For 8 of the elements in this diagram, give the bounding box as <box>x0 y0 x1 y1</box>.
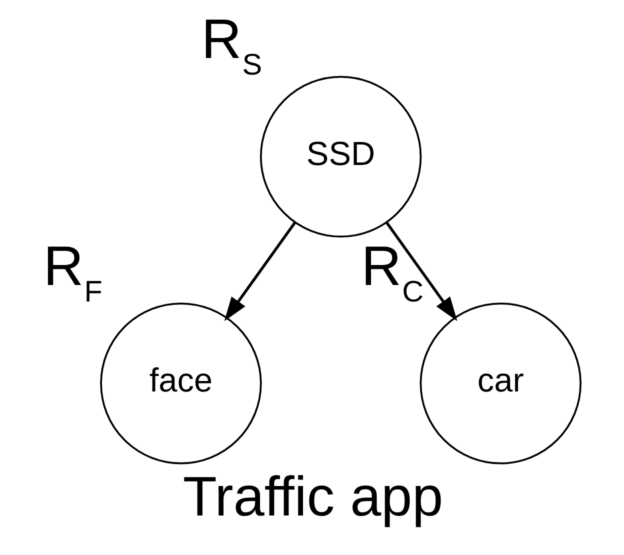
node-circle: SSD <box>260 76 422 238</box>
arrow <box>385 222 458 322</box>
node-circle: face <box>100 302 262 464</box>
caption: Traffic app <box>182 465 444 528</box>
node-label: R$_{S}$ <box>201 8 262 82</box>
arrow <box>224 222 296 322</box>
node-circle: car <box>420 302 582 464</box>
node-label: R$_{F}$ <box>43 234 102 308</box>
